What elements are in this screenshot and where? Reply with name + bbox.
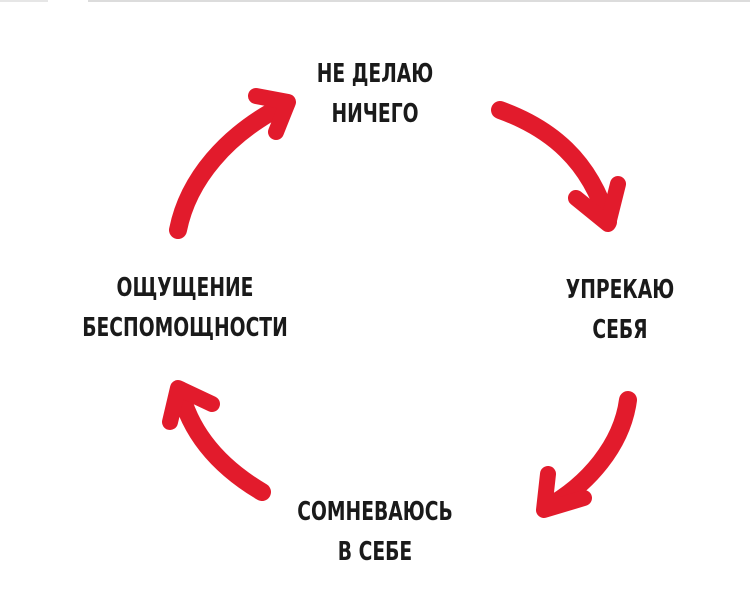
cycle-node-blame-myself-line-1: УПРЕКАЮ [565,275,675,305]
cycle-node-doubt-myself-line-1: СОМНЕВАЮСЬ [297,497,453,527]
arrow-bottom-to-left-head [162,380,220,430]
cycle-node-blame-myself-line-2: СЕБЯ [592,315,648,345]
cycle-node-helplessness-line-1: ОЩУЩЕНИЕ [116,273,254,303]
cycle-node-doubt-myself-line-2: В СЕБЕ [337,537,413,567]
cycle-node-do-nothing: НЕ ДЕЛАЮ НИЧЕГО [278,54,472,134]
cycle-node-do-nothing-line-2: НИЧЕГО [331,99,419,129]
cycle-node-doubt-myself: СОМНЕВАЮСЬ В СЕБЕ [296,492,454,572]
arrow-right-to-bottom-head [536,466,592,518]
top-border-line [88,0,750,2]
cycle-node-helplessness-line-2: БЕСПОМОЩНОСТИ [82,313,288,343]
top-border-line-left [0,0,48,2]
arrow-bottom-to-left-shaft [171,381,271,501]
arrow-top-to-right [491,101,626,232]
arrow-top-to-right-head [568,176,626,232]
arrow-left-to-top-head [248,88,296,140]
cycle-node-do-nothing-line-1: НЕ ДЕЛАЮ [316,59,434,89]
arrow-bottom-to-left [162,380,271,501]
arrow-left-to-top [169,88,296,239]
cycle-node-helplessness: ОЩУЩЕНИЕ БЕСПОМОЩНОСТИ [66,268,304,348]
cycle-node-blame-myself: УПРЕКАЮ СЕБЯ [548,270,692,350]
arrow-top-to-right-shaft [491,101,617,231]
arrow-right-to-bottom [536,391,637,518]
arrow-left-to-top-shaft [169,95,295,239]
